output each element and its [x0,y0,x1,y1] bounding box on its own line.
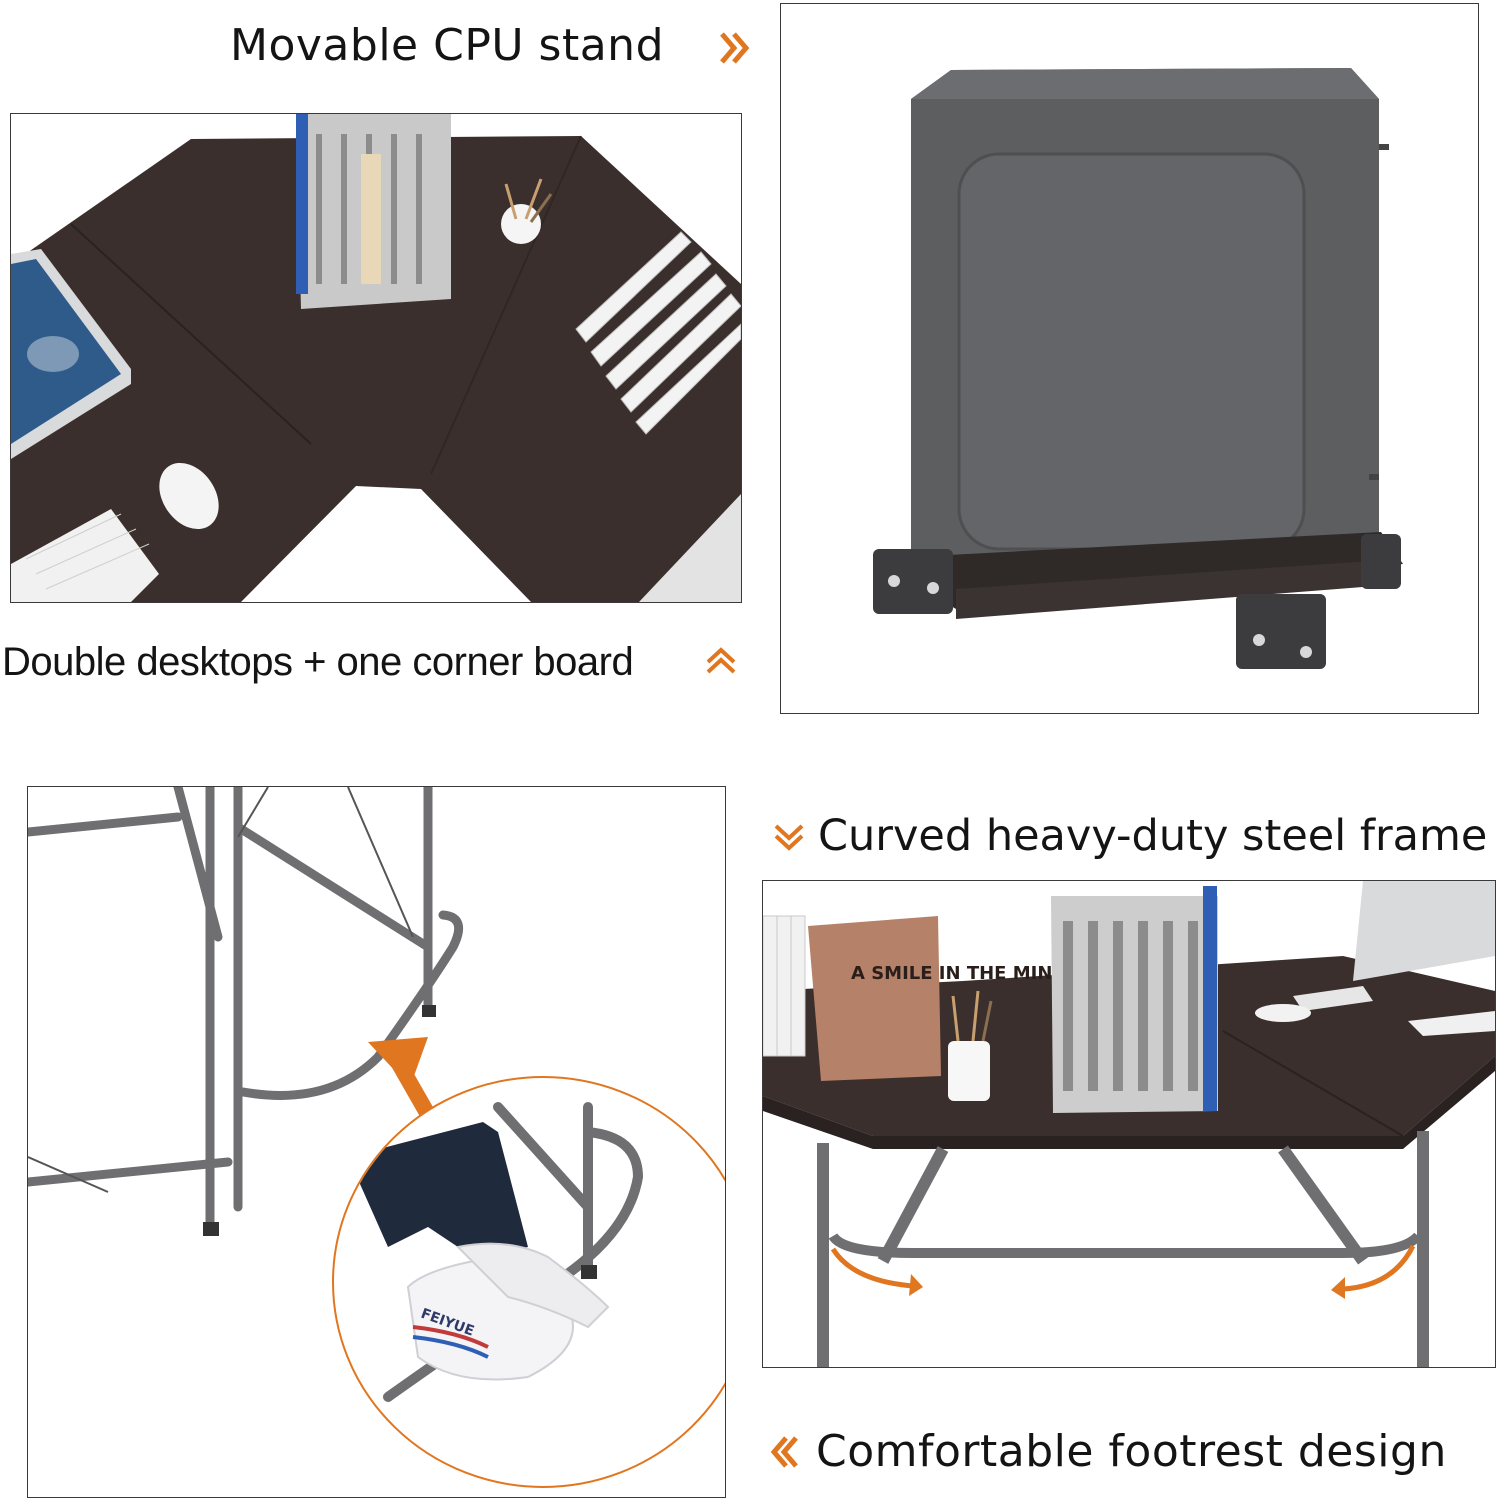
cpu-stand-panel [780,3,1479,714]
chevron-down-icon [774,824,804,851]
footrest-caption: Comfortable footrest design [816,1426,1447,1477]
desk-top-view-illustration [11,114,741,602]
frame-caption: Curved heavy-duty steel frame [818,811,1488,861]
book-cover-title: A SMILE IN THE MIND [851,963,1067,984]
desktops-caption: Double desktops + one corner board [2,640,634,684]
chevron-left-icon [770,1436,798,1468]
footrest-detail-panel: FEIYUE [27,786,726,1498]
desk-top-view-panel [10,113,742,603]
steel-frame-panel: A SMILE IN THE MIND [762,880,1496,1368]
steel-frame-illustration: A SMILE IN THE MIND [763,881,1495,1367]
chevron-right-icon [720,32,750,64]
chevron-up-icon [706,647,736,674]
footrest-detail-illustration: FEIYUE [28,787,725,1497]
cpu-stand-caption: Movable CPU stand [230,20,664,71]
cpu-stand-illustration [781,4,1478,713]
